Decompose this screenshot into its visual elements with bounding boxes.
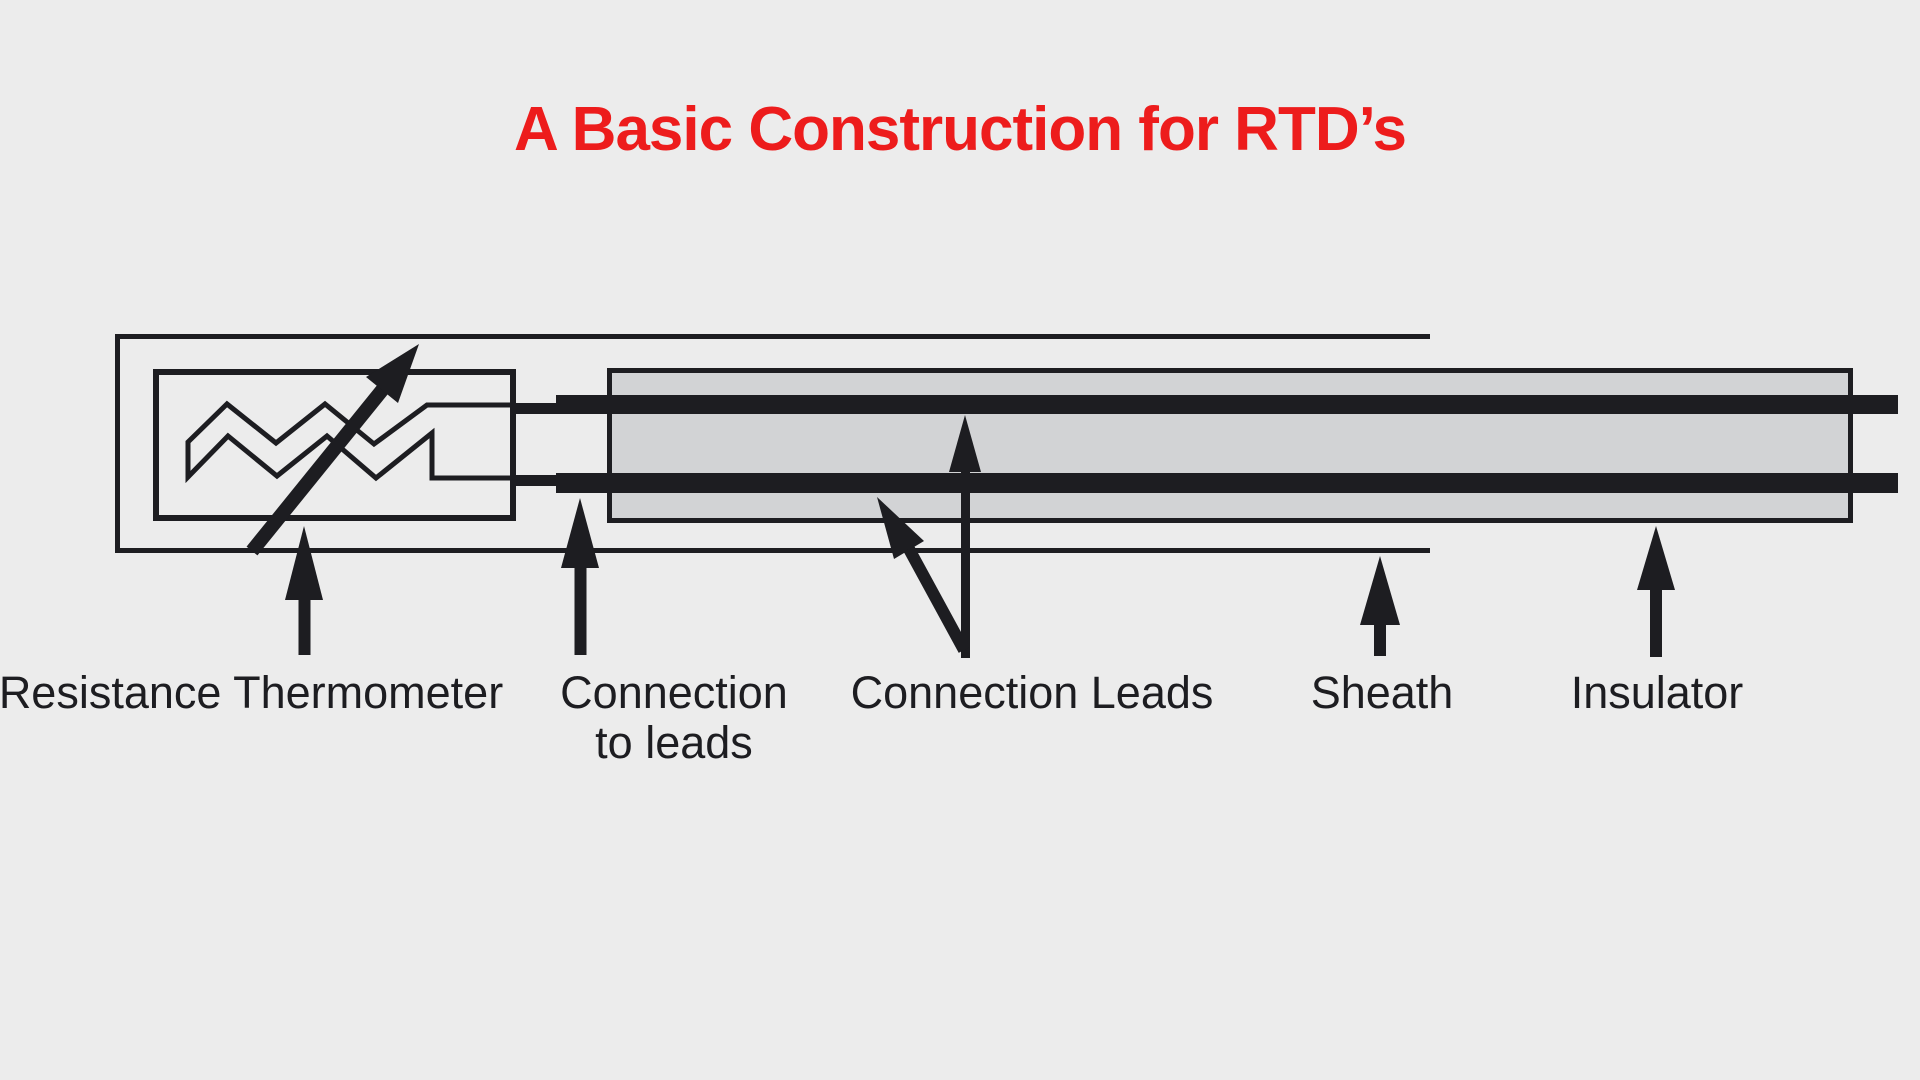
lead-bottom-bar bbox=[556, 473, 1898, 493]
resistor-zigzag bbox=[185, 400, 516, 484]
label-sheath-text: Sheath bbox=[1310, 667, 1454, 718]
insulator-block bbox=[607, 368, 1853, 523]
label-resistance-thermometer-text: Resistance Thermometer bbox=[0, 667, 504, 718]
label-connection-leads: Connection Leads bbox=[850, 667, 1214, 718]
connection-leads-arrow-top-shaft bbox=[961, 470, 970, 658]
label-insulator: Insulator bbox=[1570, 667, 1744, 718]
label-insulator-text: Insulator bbox=[1570, 667, 1744, 718]
connection-leads-arrow-diagonal bbox=[877, 497, 924, 559]
sheath-arrow-shaft bbox=[1374, 622, 1386, 656]
resistance-thermometer-arrow-shaft bbox=[298, 597, 311, 655]
lead-top-bar bbox=[556, 395, 1898, 414]
connection-leads-arrow-diagonal-shaft bbox=[903, 546, 970, 653]
sheath-outline bbox=[115, 334, 1430, 553]
insulator-arrow bbox=[1637, 526, 1675, 590]
variable-resistor-arrow-shaft bbox=[246, 384, 389, 556]
label-connection-to-leads: Connection to leads bbox=[560, 667, 788, 769]
label-connection-leads-text: Connection Leads bbox=[850, 667, 1214, 718]
connection-to-leads-arrow bbox=[561, 498, 599, 568]
resistance-thermometer-arrow bbox=[285, 526, 323, 600]
connection-leads-arrow-top bbox=[949, 415, 981, 472]
connection-to-leads-arrow-shaft bbox=[574, 565, 587, 655]
element-box bbox=[153, 369, 516, 521]
label-connection-to-leads-line1: Connection bbox=[560, 667, 788, 718]
sheath-arrow bbox=[1360, 556, 1400, 625]
label-resistance-thermometer: Resistance Thermometer bbox=[0, 667, 504, 718]
label-connection-to-leads-line2: to leads bbox=[595, 717, 753, 769]
variable-resistor-arrow-head bbox=[366, 344, 419, 403]
insulator-arrow-shaft bbox=[1650, 587, 1662, 657]
page-title: A Basic Construction for RTD’s bbox=[513, 95, 1407, 164]
label-sheath: Sheath bbox=[1310, 667, 1454, 718]
